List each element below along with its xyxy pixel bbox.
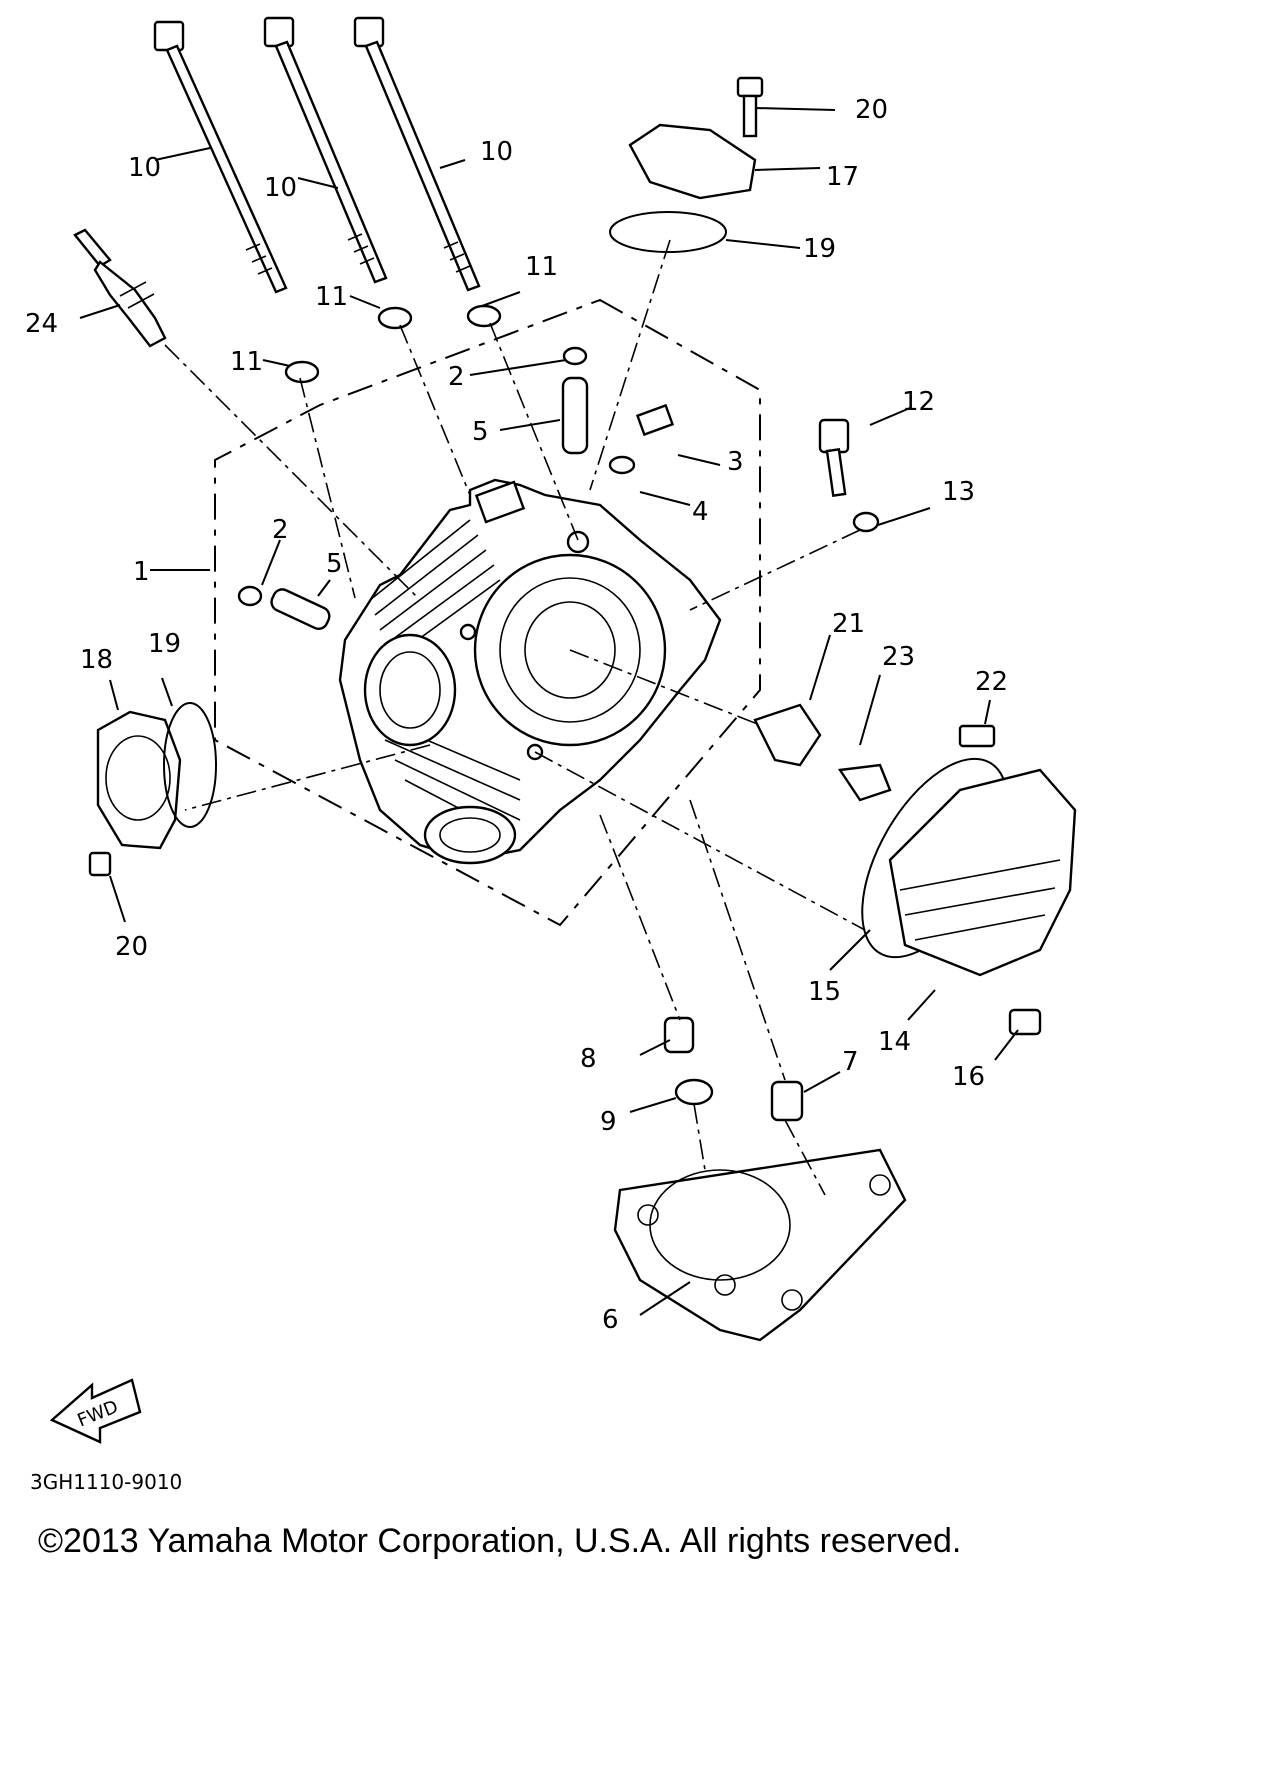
callout-18: 18 — [80, 645, 113, 675]
callout-labels: 1 2 2 3 4 5 5 6 7 8 9 10 10 10 11 11 11 … — [25, 95, 1008, 1335]
copyright-notice: ©2013 Yamaha Motor Corporation, U.S.A. A… — [38, 1522, 962, 1560]
callout-4: 4 — [692, 497, 709, 527]
callout-5: 5 — [472, 417, 489, 447]
callout-11: 11 — [315, 282, 348, 312]
callout-1: 1 — [133, 557, 150, 587]
callout-11: 11 — [525, 252, 558, 282]
leader-lines — [79, 107, 1019, 1316]
tappet-cap-top — [609, 76, 764, 253]
stud-bolt — [153, 20, 288, 294]
callout-6: 6 — [602, 1305, 619, 1335]
callout-23: 23 — [882, 642, 915, 672]
callout-24: 24 — [25, 309, 58, 339]
washers — [284, 304, 502, 384]
callout-10: 10 — [128, 153, 161, 183]
callout-10: 10 — [264, 173, 297, 203]
callout-20: 20 — [115, 932, 148, 962]
callout-19: 19 — [148, 629, 181, 659]
part-code: 3GH1110-9010 — [30, 1470, 183, 1494]
callout-17: 17 — [826, 162, 859, 192]
fwd-arrow: FWD — [49, 1378, 142, 1444]
spark-plug — [73, 228, 167, 348]
callout-13: 13 — [942, 477, 975, 507]
callout-2: 2 — [448, 362, 465, 392]
callout-22: 22 — [975, 667, 1008, 697]
callout-9: 9 — [600, 1107, 617, 1137]
callout-10: 10 — [480, 137, 513, 167]
callout-14: 14 — [878, 1027, 911, 1057]
callout-8: 8 — [580, 1044, 597, 1074]
callout-20: 20 — [855, 95, 888, 125]
callout-21: 21 — [832, 609, 865, 639]
callout-3: 3 — [727, 447, 744, 477]
callout-2: 2 — [272, 515, 289, 545]
assembly-outline — [214, 298, 761, 927]
stud-bolt — [263, 16, 388, 284]
callout-16: 16 — [952, 1062, 985, 1092]
alignment-lines — [164, 239, 866, 1196]
callout-19: 19 — [803, 234, 836, 264]
small-bolts — [608, 403, 880, 533]
stud-bolts — [153, 16, 481, 294]
callout-15: 15 — [808, 977, 841, 1007]
dowel-pins — [663, 1016, 804, 1122]
cylinder-head-cover — [753, 703, 1077, 1036]
cylinder-head — [338, 478, 722, 865]
callout-5: 5 — [326, 549, 343, 579]
callout-12: 12 — [902, 387, 935, 417]
callout-7: 7 — [842, 1047, 859, 1077]
valve-guides — [237, 346, 589, 630]
head-gasket — [613, 1148, 907, 1342]
callout-11: 11 — [230, 347, 263, 377]
stud-bolt — [353, 16, 481, 292]
tappet-cap-left — [88, 702, 217, 877]
